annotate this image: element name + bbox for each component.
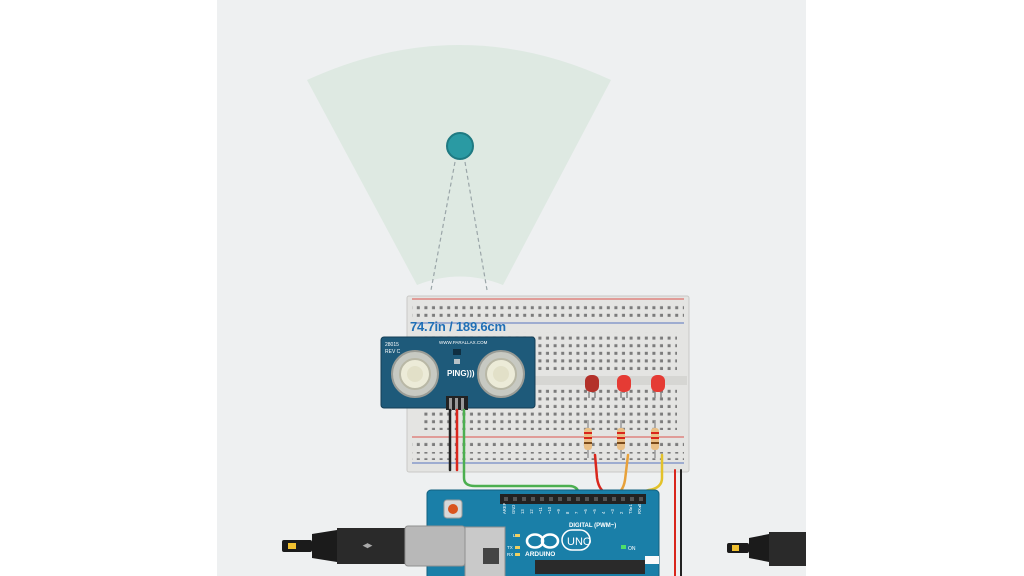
resistor-2[interactable] <box>617 420 625 458</box>
arduino-pin-labels: AREF GND 13 12 ~11 ~10 ~9 8 7 ~6 ~5 4 ~3… <box>502 502 642 514</box>
svg-text:4: 4 <box>601 511 606 514</box>
svg-text:RX◂0: RX◂0 <box>637 503 642 514</box>
resistor-3[interactable] <box>651 420 659 458</box>
resistor-1[interactable] <box>584 420 592 458</box>
sensor-model-label: 28015 <box>385 342 399 348</box>
arduino-model-label: UNO <box>567 536 592 548</box>
usb-cable-left[interactable]: ◂▸ <box>282 525 466 567</box>
svg-text:TX▸1: TX▸1 <box>628 504 633 514</box>
svg-text:◂▸: ◂▸ <box>362 540 373 550</box>
arduino-digital-label: DIGITAL (PWM~) <box>569 523 616 529</box>
svg-text:12: 12 <box>529 509 534 514</box>
sensor-beam-lines <box>430 161 488 291</box>
circuit-diagram: 28015 REV C WWW.PARALLAX.COM PING))) <box>282 45 806 576</box>
svg-text:~9: ~9 <box>556 509 561 514</box>
detection-area <box>307 45 611 285</box>
svg-text:~10: ~10 <box>547 506 552 514</box>
simulation-canvas[interactable]: 28015 REV C WWW.PARALLAX.COM PING))) <box>217 0 806 576</box>
arduino-l-label: L <box>513 533 516 538</box>
sensor-rev-label: REV C <box>385 349 401 355</box>
led-2[interactable] <box>617 375 631 398</box>
svg-text:GND: GND <box>511 505 516 514</box>
svg-text:2: 2 <box>619 511 624 514</box>
sensor-url-label: WWW.PARALLAX.COM <box>439 340 488 345</box>
led-1[interactable] <box>585 375 599 398</box>
arduino-brand-label: ARDUINO <box>525 551 555 558</box>
svg-text:AREF: AREF <box>502 502 507 514</box>
arduino-rx-label: RX <box>507 552 513 557</box>
arduino-logo-icon <box>525 533 560 549</box>
target-object[interactable] <box>446 132 474 160</box>
arduino-tx-label: TX <box>507 545 513 550</box>
svg-text:~6: ~6 <box>583 509 588 514</box>
svg-text:13: 13 <box>520 509 525 514</box>
led-3[interactable] <box>651 375 665 398</box>
arduino-uno-board[interactable]: AREF GND 13 12 ~11 ~10 ~9 8 7 ~6 ~5 4 ~3… <box>426 489 660 576</box>
distance-readout: 74.7in / 189.6cm <box>410 319 506 334</box>
sensor-brand-label: PING))) <box>447 369 475 378</box>
svg-text:~5: ~5 <box>592 509 597 514</box>
arduino-on-label: ON <box>628 546 636 552</box>
svg-text:7: 7 <box>574 511 579 514</box>
svg-text:8: 8 <box>565 511 570 514</box>
ping-ultrasonic-sensor[interactable]: 28015 REV C WWW.PARALLAX.COM PING))) <box>380 336 536 411</box>
svg-text:~3: ~3 <box>610 509 615 514</box>
power-cable-right[interactable] <box>727 532 806 566</box>
svg-text:~11: ~11 <box>538 507 543 514</box>
